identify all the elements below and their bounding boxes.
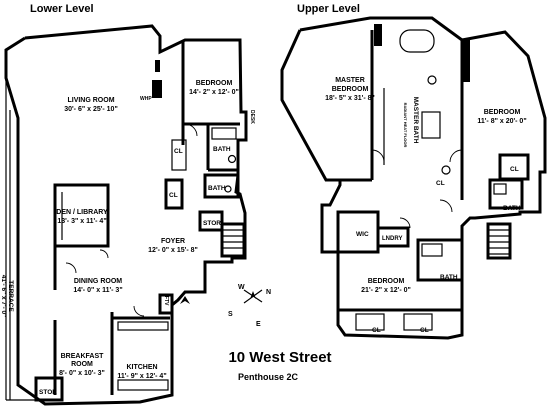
lower-stor2-label: STOR <box>39 389 57 396</box>
lower-stair <box>220 222 246 258</box>
upper-outer-wall <box>280 16 547 340</box>
master-bath-rail-label: RADIANT HEAT FLOOR <box>403 103 408 148</box>
lower-stor-sw <box>34 376 64 402</box>
bedroom-closet <box>171 139 187 171</box>
lower-door-2 <box>184 123 198 137</box>
upper-door-4 <box>439 199 453 213</box>
lower-door-4 <box>99 249 109 259</box>
master-bedroom-label-1: MASTER <box>335 77 365 84</box>
bedroom-upper-east-dims: 11'- 8" x 20'- 0" <box>477 118 526 125</box>
terrace-dims: 41'- 6" x 7'- 0" <box>0 275 7 318</box>
foyer-dims: 12'- 0" x 15'- 8" <box>148 247 198 254</box>
upper-cl-s2-label: CL <box>420 327 429 334</box>
upper-toilet-1 <box>427 75 437 85</box>
upper-toilet-2 <box>441 165 451 175</box>
kitchen-counter <box>117 321 169 331</box>
den-library-label: DEN / LIBRARY <box>56 209 108 216</box>
bedroom-lower-label: BEDROOM <box>196 80 233 87</box>
dining-room-label: DINING ROOM <box>74 278 122 285</box>
lower-ftv-label: FTV <box>163 296 169 306</box>
upper-bath-south-tub <box>421 243 443 257</box>
bedroom-upper-south-dims: 21'- 2" x 12'- 0" <box>361 287 411 294</box>
master-bedroom-label-2: BEDROOM <box>332 86 369 93</box>
compass: W N S E <box>228 284 271 328</box>
upper-bath-east-box <box>488 178 524 210</box>
bedroom-upper-east-label: BEDROOM <box>484 109 521 116</box>
terrace-label: TERRACE <box>7 280 14 312</box>
lower-door-3 <box>133 305 145 317</box>
compass-w-label: W <box>238 284 245 291</box>
upper-wardrobe <box>374 24 382 46</box>
lower-level-heading: Lower Level <box>30 3 94 15</box>
upper-door-1 <box>371 149 385 163</box>
bath-tub <box>211 127 237 140</box>
lower-bath1-label: BATH <box>213 146 231 153</box>
lower-stor-box <box>198 210 224 232</box>
master-bath-label: MASTER BATH <box>412 97 419 144</box>
compass-n-label: N <box>266 289 271 296</box>
lower-bath2-label: BATH <box>208 185 226 192</box>
building-title: 10 West Street <box>228 349 331 366</box>
lower-door-1 <box>65 262 77 274</box>
den-wall <box>53 183 110 248</box>
kitchen-dims: 11'- 9" x 12'- 4" <box>117 373 166 380</box>
breakfast-room-label-1: BREAKFAST <box>61 353 105 360</box>
upper-bath-tub <box>399 29 435 53</box>
fireplace-column <box>155 60 160 72</box>
master-bedroom-dims: 18'- 5" x 31'- 8" <box>325 95 375 102</box>
upper-level-heading: Upper Level <box>297 3 360 15</box>
upper-cl-s1 <box>355 313 385 331</box>
upper-door-3 <box>399 217 411 229</box>
lower-stor1-label: STOR <box>203 220 221 227</box>
upper-cl-s2 <box>403 313 433 331</box>
upper-bath-south-box <box>416 238 464 282</box>
upper-shower <box>421 111 441 139</box>
unit-subtitle: Penthouse 2C <box>238 372 299 382</box>
breakfast-room-label-2: ROOM <box>71 361 93 368</box>
foyer-label: FOYER <box>161 238 185 245</box>
upper-cl-east-label: CL <box>510 166 519 173</box>
lower-bath2-box <box>203 173 240 199</box>
upper-bath-east-label: BATH <box>503 205 521 212</box>
upper-cl-s1-label: CL <box>372 327 381 334</box>
compass-e-label: E <box>256 321 261 328</box>
bedroom-lower-dims: 14'- 2" x 12'- 0" <box>189 89 239 96</box>
lower-level-plan: LIVING ROOM 30'- 6" x 25'- 10" BEDROOM 1… <box>0 24 255 406</box>
compass-pointer-icon <box>250 291 256 299</box>
lower-cl2-label: CL <box>169 192 178 199</box>
upper-lndry-label: LNDRY <box>382 236 402 242</box>
upper-bath-east-tub <box>493 183 507 195</box>
kitchen-island <box>117 379 169 391</box>
bedroom-upper-south-label: BEDROOM <box>368 278 405 285</box>
kitchen-label: KITCHEN <box>126 364 157 371</box>
upper-bath-south-label: BATH <box>440 274 458 281</box>
lower-cl1-label: CL <box>174 148 183 155</box>
ftv-box <box>158 293 174 315</box>
upper-stair <box>486 222 512 260</box>
lower-whp-label: WHP <box>140 96 152 102</box>
fireplace-mass <box>152 80 162 98</box>
upper-column-1 <box>462 40 470 82</box>
bath-toilet <box>227 154 237 164</box>
upper-lndry-box <box>376 226 410 248</box>
dining-room-dims: 14'- 0" x 11'- 3" <box>73 287 122 294</box>
breakfast-room-dims: 8'- 0" x 10'- 3" <box>59 370 105 377</box>
lower-desk-label: DESK <box>249 110 255 124</box>
upper-level-plan: MASTER BEDROOM 18'- 5" x 31'- 8" MASTER … <box>280 16 547 340</box>
compass-needle-ew <box>243 289 263 304</box>
upper-door-2 <box>449 149 463 163</box>
entry-arrow-icon <box>180 296 190 304</box>
den-library-dims: 13'- 3" x 11'- 4" <box>57 218 106 225</box>
lower-cl2-box <box>164 178 184 210</box>
compass-s-label: S <box>228 311 233 318</box>
upper-wic-label: WIC <box>356 231 369 238</box>
living-room-label: LIVING ROOM <box>67 97 114 104</box>
upper-cl-north-label: CL <box>436 180 445 187</box>
living-room-dims: 30'- 6" x 25'- 10" <box>64 106 118 113</box>
bath2-toilet <box>224 185 232 193</box>
